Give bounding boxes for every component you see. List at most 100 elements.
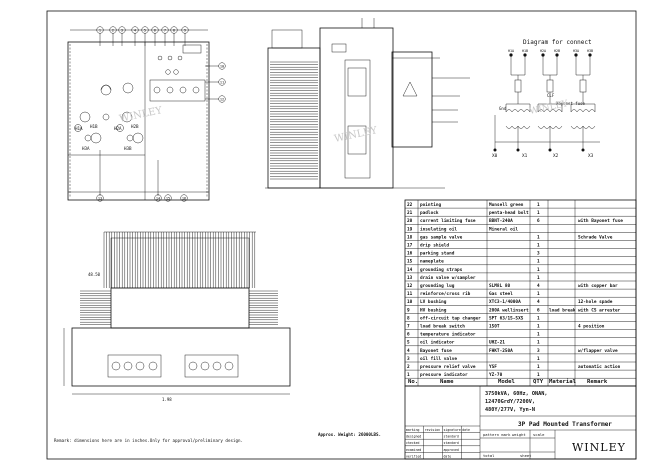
callout-number: 14 — [156, 196, 160, 200]
terminal-label-h1a: H1A — [75, 126, 83, 131]
callout-number: 5 — [144, 28, 146, 32]
terminal-label-h2a: H2A — [114, 126, 122, 131]
brand-logo: WINLEY — [572, 441, 626, 454]
bom-cell-qty: 1 — [537, 356, 540, 362]
callout-number: 12 — [220, 97, 224, 101]
callout-number: 9 — [184, 28, 186, 32]
bottom-dimension: 1.98 — [162, 397, 172, 402]
bom-cell-remark: with copper bar — [578, 283, 618, 289]
bom-cell-name: grounding lug — [420, 283, 455, 289]
watermark-1: WINLEY — [118, 105, 163, 125]
bom-cell-remark: with Bayonet fuse — [578, 218, 623, 224]
bom-cell-no: 16 — [407, 251, 413, 257]
bom-cell-qty: 1 — [537, 332, 540, 338]
bom-cell-no: 19 — [407, 226, 413, 232]
callout-number: 2 — [112, 28, 114, 32]
bom-cell-remark: w/flapper valve — [578, 348, 618, 354]
terminal-label-x0: X0 — [492, 153, 498, 159]
plan-view: 1.98 48.50 — [63, 231, 291, 402]
bom-cell-qty: 1 — [537, 210, 540, 216]
tb-caption-line1: 3750kVA, 60Hz, ONAN, — [485, 391, 547, 397]
bom-cell-name: gas sample valve — [420, 234, 463, 240]
diagram-title: Diagram for connect — [523, 39, 592, 46]
clf-label: CLF — [547, 93, 555, 98]
bom-cell-qty: 1 — [537, 234, 540, 240]
bom-cell-name: current limiting fuse — [420, 218, 476, 224]
approx-weight: Approx. Weight: 26000LBS. — [318, 432, 381, 437]
bom-cell-qty: 4 — [537, 299, 540, 305]
gnd-label: Gnd — [499, 106, 507, 111]
terminal-label-x2: X2 — [553, 153, 559, 159]
callout-number: 13 — [98, 196, 102, 200]
hv-terminal-label: H2A — [540, 49, 546, 53]
col-header-name: Name — [440, 379, 454, 385]
callout-number: 3 — [121, 28, 123, 32]
tb-grid-cell: checked — [406, 441, 420, 445]
terminal-label-h3b: H3B — [124, 146, 132, 151]
bom-cell-no: 5 — [407, 340, 410, 346]
bom-cell-no: 2 — [407, 364, 410, 370]
remark-note: Remark: dimensions here are in inches.On… — [54, 438, 243, 443]
bom-cell-remark: automatic action — [578, 364, 621, 370]
bom-cell-model: 150T — [489, 324, 500, 330]
tb-grid-cell: approved — [444, 448, 459, 452]
bom-cell-name: reinforce/cross rib — [420, 291, 471, 297]
bom-cell-name: LV bushing — [420, 299, 447, 305]
bom-cell-name: pressure indicator — [420, 372, 468, 378]
callout-number: 16 — [182, 196, 186, 200]
bom-cell-name: pointing — [420, 202, 442, 208]
bom-cell-qty: 1 — [537, 364, 540, 370]
bom-cell-remark: 4 position — [578, 324, 605, 330]
watermark-2: WINLEY — [333, 125, 378, 145]
callout-number: 1 — [99, 28, 101, 32]
hv-terminal-label: H1B — [522, 49, 528, 53]
callout-number: 8 — [173, 28, 175, 32]
bom-cell-no: 7 — [407, 324, 410, 330]
bom-cell-no: 15 — [407, 259, 413, 265]
col-header-model: Model — [498, 379, 515, 385]
bom-cell-remark: 12-hole spade — [578, 299, 613, 305]
bom-cell-qty: 6 — [537, 218, 540, 224]
bom-cell-no: 1 — [407, 372, 410, 378]
bom-cell-model: SLM8L 80 — [489, 283, 511, 289]
terminal-label-h2b: H2B — [131, 124, 139, 129]
bom-cell-no: 14 — [407, 267, 413, 273]
bom-cell-name: drip shield — [420, 243, 449, 249]
tb-grid-cell: marking — [406, 428, 420, 432]
bayonet-fuse-label: Bayonet fuse — [556, 101, 585, 106]
terminal-label-h1b: H1B — [90, 124, 98, 129]
bom-cell-model: 200A wellinsert — [489, 307, 529, 313]
callout-number: 6 — [154, 28, 156, 32]
bom-cell-no: 3 — [407, 356, 410, 362]
front-view-body — [67, 41, 210, 201]
tb-grid-cell: date — [462, 428, 470, 432]
bom-cell-model: SPT 63/15-5X5 — [489, 315, 524, 321]
bom-cell-material: load break — [549, 307, 576, 313]
bom-cell-remark: Schrade Valve — [578, 234, 613, 240]
bom-cell-name: nameplate — [420, 259, 444, 265]
tb-weight: weight — [512, 432, 526, 437]
col-header-material: Material — [549, 379, 576, 385]
bom-cell-name: pressure relief valve — [420, 364, 476, 370]
bom-cell-no: 20 — [407, 218, 413, 224]
bom-cell-no: 9 — [407, 307, 410, 313]
callout-number: 11 — [220, 80, 224, 84]
